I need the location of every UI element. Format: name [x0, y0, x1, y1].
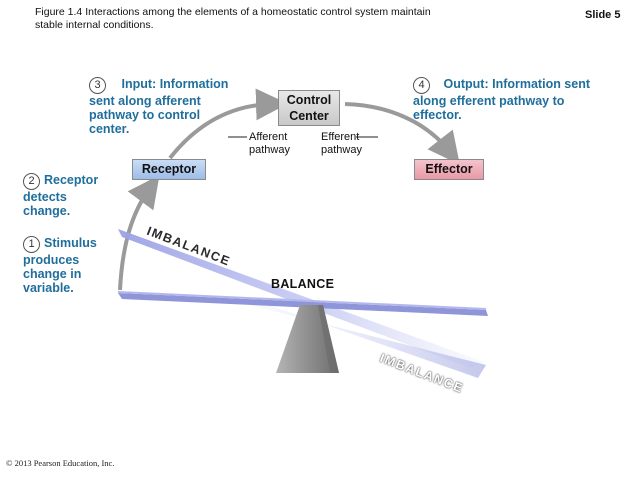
figure-caption: Figure 1.4 Interactions among the elemen… — [35, 6, 431, 31]
step-receptor-title: Receptor — [44, 173, 99, 187]
imbalance-beam-lower — [230, 300, 486, 378]
step-input: 3 Input: Information sent along afferent… — [89, 77, 239, 136]
efferent-arrow — [344, 102, 460, 165]
step-receptor: 2 Receptor detects change. — [23, 173, 123, 218]
step-number-badge: 4 — [413, 77, 430, 94]
control-center-line1: Control — [286, 93, 332, 107]
step-stimulus-title: Stimulus — [44, 236, 97, 250]
step-stimulus-text: produces change in variable. — [23, 253, 82, 295]
afferent-arrow — [168, 88, 288, 160]
step-input-title: Input: — [121, 77, 157, 91]
copyright-notice: © 2013 Pearson Education, Inc. — [6, 458, 115, 468]
balance-beam — [118, 293, 488, 316]
effector-box: Effector — [414, 159, 484, 180]
imbalance-beam-upper — [118, 229, 484, 368]
afferent-pathway-label: Afferent pathway — [249, 131, 290, 156]
step-number-badge: 1 — [23, 236, 40, 253]
efferent-pathway-label: Efferent pathway — [321, 131, 362, 156]
step-number-badge: 2 — [23, 173, 40, 190]
step-number-badge: 3 — [89, 77, 106, 94]
step-output-title: Output: — [443, 77, 489, 91]
step-output: 4 Output: Information sent along efferen… — [413, 77, 613, 122]
step-input-text: Information sent along afferent pathway … — [89, 77, 229, 136]
slide-number: Slide 5 — [585, 9, 621, 21]
step-output-text: Information sent along efferent pathway … — [413, 77, 591, 122]
step-stimulus: 1 Stimulus produces change in variable. — [23, 236, 123, 295]
balance-label: BALANCE — [271, 277, 335, 291]
receptor-box: Receptor — [132, 159, 206, 180]
step-receptor-text: detects change. — [23, 190, 71, 218]
control-center-line2: Center — [289, 109, 329, 123]
control-center-box: Control Center — [278, 90, 340, 126]
